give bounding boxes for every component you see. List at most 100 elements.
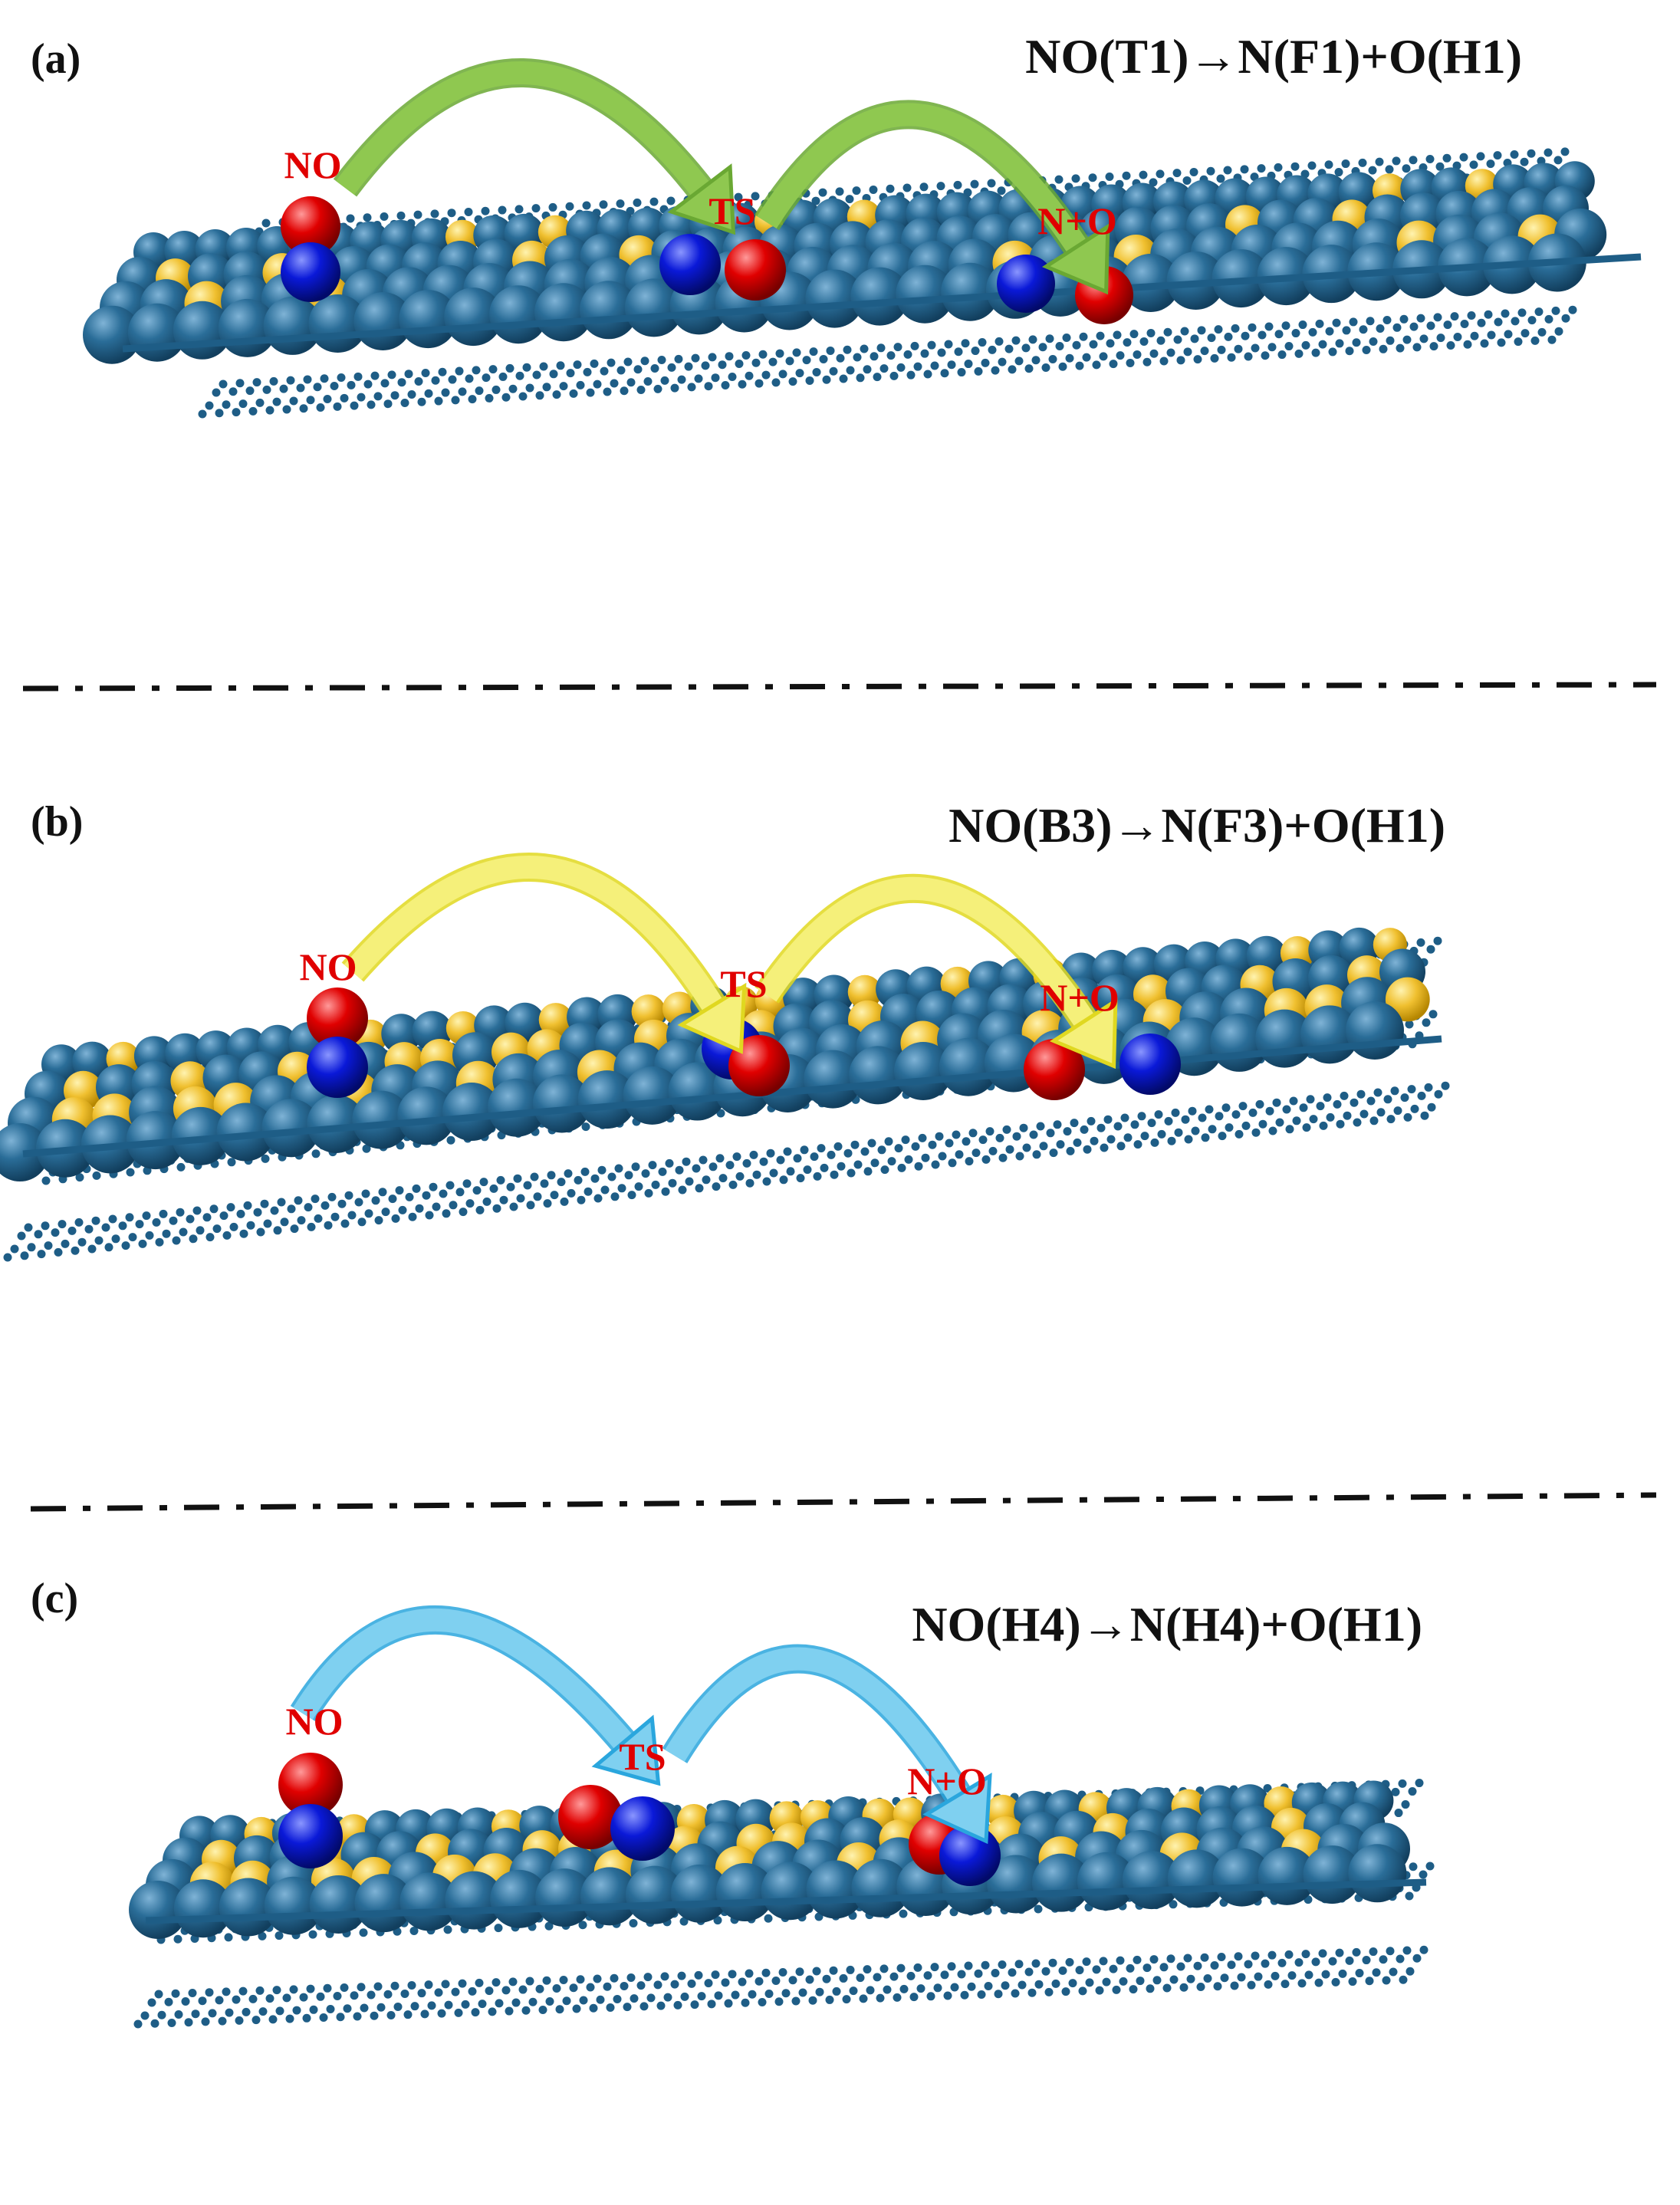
panel-a-adsorbates [281,196,1133,324]
lattice-dot [252,378,261,387]
lattice-dot [1459,153,1468,162]
lattice-dot [1149,1955,1159,1964]
metal-atom [670,1864,729,1923]
lattice-dot [919,182,929,192]
lattice-dot [445,1181,455,1190]
lattice-dot [910,341,919,350]
lattice-dot [522,363,531,372]
lattice-dot [154,1990,163,1999]
lattice-dot [1122,171,1131,180]
panel-a: (a) NO(T1)→N(F1)+O(H1) NO TS N+O [31,29,1642,419]
lattice-dot [451,396,460,405]
lattice-dot [1376,324,1385,334]
lattice-dot [1224,332,1233,341]
lattice-dot [623,357,633,366]
lattice-dot [1096,1123,1106,1132]
lattice-dot [296,383,305,393]
lattice-dot [404,370,413,379]
lattice-dot [1109,360,1118,369]
lattice-dot [930,361,939,370]
lattice-dot [1400,1093,1409,1102]
lattice-dot [1544,314,1553,324]
lattice-dot [1398,1779,1407,1788]
lattice-dot [75,1173,84,1182]
lattice-dot [670,383,679,393]
lattice-dot [1261,1959,1270,1968]
lattice-dot [133,2019,143,2029]
lattice-dot [256,1227,265,1237]
lattice-dot [1186,1974,1195,1983]
lattice-dot [279,384,288,393]
lattice-dot [658,1167,667,1176]
panel-a-species-initial: NO [284,143,342,186]
lattice-dot [576,380,585,389]
lattice-dot [889,371,899,380]
lattice-dot [289,1985,298,1994]
lattice-dot [653,384,662,393]
lattice-dot [802,356,811,365]
lattice-dot [702,1175,711,1185]
lattice-dot [1349,317,1358,327]
lattice-dot [1056,1140,1065,1149]
lattice-dot [364,1209,373,1218]
metal-atom [849,1046,908,1105]
lattice-dot [1184,1135,1193,1144]
panel-c-species-ts: TS [619,1735,666,1778]
lattice-dot [1109,1964,1118,1973]
lattice-dot [299,404,308,413]
lattice-dot [430,209,439,219]
lattice-dot [403,2010,413,2019]
lattice-dot [988,1146,998,1155]
lattice-dot [927,340,936,350]
lattice-dot [482,373,491,383]
lattice-dot [270,1206,279,1215]
metal-atom [490,1869,549,1928]
lattice-dot [768,357,778,366]
lattice-dot [771,378,781,387]
lattice-dot [1394,1809,1403,1818]
lattice-dot [1181,1115,1190,1124]
metal-atom [894,1042,952,1101]
lattice-dot [1210,1960,1219,1970]
lattice-dot [228,387,238,396]
metal-atom [309,1875,368,1934]
lattice-dot [883,1985,892,1994]
panel-c-reaction-equation: NO(H4)→N(H4)+O(H1) [912,1597,1422,1651]
lattice-dot [798,1988,807,1997]
lattice-dot [255,398,265,407]
metal-atom [354,1874,413,1933]
lattice-dot [192,1206,202,1215]
lattice-dot [721,380,730,389]
lattice-dot [1362,1956,1371,1965]
lattice-dot [641,1169,650,1178]
panel-c-label: (c) [31,1575,78,1622]
divider-2 [30,1492,1657,1512]
lattice-dot [1193,1961,1202,1970]
lattice-dot [104,1243,113,1252]
lattice-dot [1071,174,1080,183]
lattice-dot [1254,1972,1263,1981]
lattice-dot [1193,355,1202,364]
lattice-dot [1227,353,1236,362]
lattice-dot [330,382,339,391]
lattice-dot [1116,351,1125,360]
lattice-dot [1065,1957,1074,1967]
metal-atom [1167,1849,1226,1908]
lattice-dot [957,1970,966,1979]
lattice-dot [952,1130,961,1139]
lattice-dot [738,380,747,389]
lattice-dot [1298,320,1307,330]
lattice-dot [173,1934,182,1944]
lattice-dot [1390,1086,1399,1096]
lattice-dot [616,199,625,209]
lattice-dot [639,2002,649,2011]
lattice-dot [415,1204,424,1213]
lattice-dot [783,1147,792,1156]
lattice-dot [629,1918,638,1927]
lattice-dot [155,1237,164,1247]
lattice-dot [1342,326,1351,335]
lattice-dot [496,1175,505,1185]
metal-atom [534,283,593,342]
lattice-dot [978,1135,988,1145]
lattice-dot [258,1931,267,1940]
